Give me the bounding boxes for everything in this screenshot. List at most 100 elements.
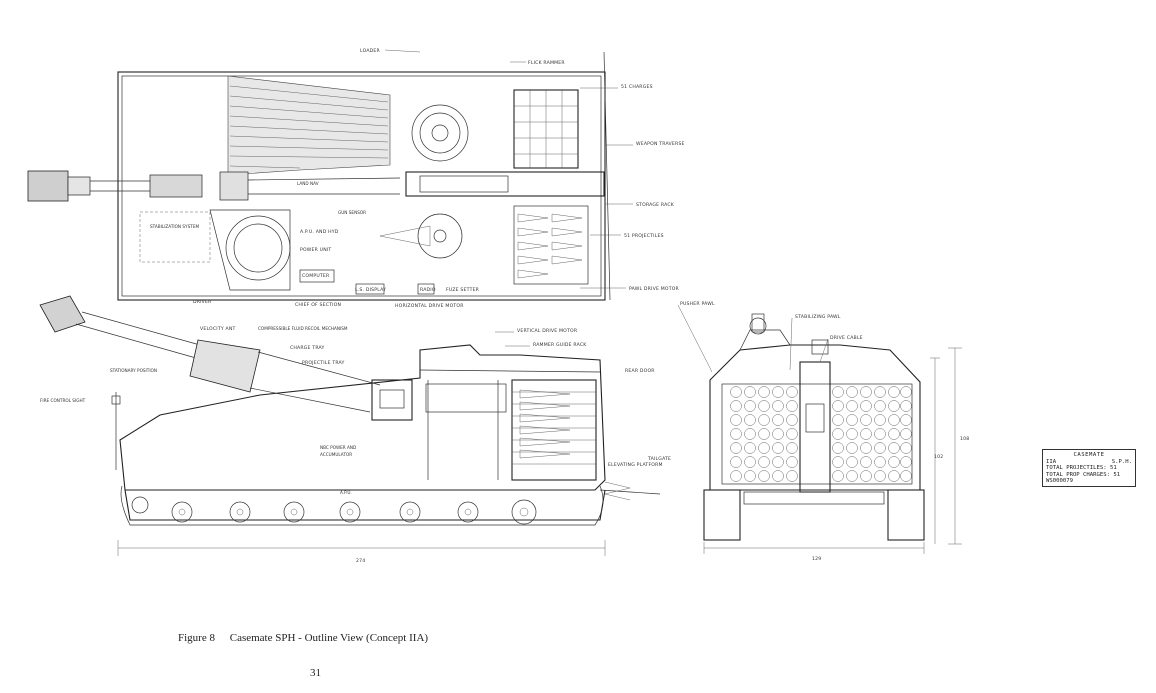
label-pawl-drive-motor: PAWL DRIVE MOTOR [629, 286, 680, 292]
rack-round [900, 442, 912, 454]
top-view [27, 51, 611, 301]
label-stabilizing-pawl: STABILIZING PAWL [795, 314, 841, 320]
rack-round [772, 428, 784, 440]
label-gun-sensor: GUN SENSOR [338, 210, 366, 215]
rack-round [786, 386, 798, 398]
label-apu: A.P.U. [340, 490, 352, 495]
rack-round [730, 400, 742, 412]
rack-round [874, 414, 886, 426]
label-charge-tray: CHARGE TRAY [290, 345, 325, 351]
dim-length: 274 [356, 558, 365, 564]
rack-round [772, 414, 784, 426]
title-block-title: CASEMATE [1073, 452, 1105, 458]
dim-height-inner: 102 [934, 454, 943, 460]
rack-round [874, 470, 886, 482]
label-radio: RADIO [420, 287, 436, 293]
rack-round [758, 386, 770, 398]
dim-width: 129 [812, 556, 821, 562]
rack-round [860, 442, 872, 454]
rack-round [900, 428, 912, 440]
label-nbc-power: NBC POWER AND [320, 445, 356, 450]
rack-round [874, 456, 886, 468]
rack-round [860, 456, 872, 468]
rack-round [786, 400, 798, 412]
rack-round [874, 400, 886, 412]
label-drive-cable: DRIVE CABLE [830, 335, 863, 341]
rack-round [846, 400, 858, 412]
rack-round [860, 428, 872, 440]
side-view-labels: VELOCITY ANT COMPRESSIBLE FLUID RECOIL M… [40, 326, 671, 495]
label-tailgate: TAILGATE [647, 456, 671, 462]
label-power-unit: POWER UNIT [300, 247, 331, 253]
label-rammer-guide-rack: RAMMER GUIDE RACK [533, 342, 587, 348]
rack-round [786, 470, 798, 482]
figure-caption-text: Casemate SPH - Outline View (Concept IIA… [229, 632, 429, 644]
rack-round [786, 456, 798, 468]
label-velocity-ant: VELOCITY ANT [200, 326, 235, 332]
rack-round [772, 456, 784, 468]
page-number: 31 [310, 667, 321, 679]
rack-round [888, 470, 900, 482]
rack-round [744, 470, 756, 482]
label-charges: 51 CHARGES [621, 84, 653, 90]
label-computer: COMPUTER [302, 273, 330, 279]
rack-round [786, 428, 798, 440]
rack-round [832, 386, 844, 398]
label-vertical-drive-motor: VERTICAL DRIVE MOTOR [517, 328, 578, 334]
rack-round [860, 400, 872, 412]
rack-round [744, 414, 756, 426]
rack-round [772, 386, 784, 398]
label-flick-rammer: FLICK RAMMER [528, 60, 565, 66]
label-compressible-fluid: COMPRESSIBLE FLUID RECOIL MECHANISM [258, 326, 348, 331]
label-elevating-platform: ELEVATING PLATFORM [608, 462, 663, 468]
rack-round [900, 386, 912, 398]
rack-round [860, 386, 872, 398]
label-storage-rack: STORAGE RACK [636, 202, 675, 208]
label-horizontal-drive-motor: HORIZONTAL DRIVE MOTOR [395, 303, 464, 309]
rack-round [860, 470, 872, 482]
rack-round [832, 470, 844, 482]
rack-round [900, 414, 912, 426]
rear-view-labels: PUSHER PAWL STABILIZING PAWL DRIVE CABLE [677, 301, 863, 373]
rack-round [874, 386, 886, 398]
rack-round [888, 386, 900, 398]
side-view: 274 [39, 295, 661, 564]
rack-round [860, 414, 872, 426]
label-projectiles: 51 PROJECTILES [624, 233, 664, 239]
figure-caption: Figure 8 Casemate SPH - Outline View (Co… [178, 632, 428, 644]
rack-round [900, 400, 912, 412]
label-stabilization: STABILIZATION SYSTEM [150, 224, 199, 229]
rack-round [730, 414, 742, 426]
rear-view: 129 108 102 [703, 313, 969, 562]
rack-round [730, 442, 742, 454]
rack-round [730, 470, 742, 482]
rack-round [744, 442, 756, 454]
rack-round [832, 414, 844, 426]
rack-round [888, 456, 900, 468]
rack-round [758, 400, 770, 412]
title-block-concept-row: IIA S.P.H. [1046, 459, 1132, 466]
title-block-concept: IIA [1046, 458, 1057, 465]
rack-round [832, 442, 844, 454]
label-projectile-tray: PROJECTILE TRAY [302, 360, 345, 366]
rack-round [744, 386, 756, 398]
rack-round [832, 428, 844, 440]
title-block: CASEMATE IIA S.P.H. TOTAL PROJECTILES: 5… [1042, 449, 1136, 487]
rack-round [874, 442, 886, 454]
label-ls-display: L.S. DISPLAY [355, 287, 386, 293]
label-pusher-pawl: PUSHER PAWL [680, 301, 715, 307]
rack-round [846, 386, 858, 398]
rack-round [758, 456, 770, 468]
label-chief-of-section: CHIEF OF SECTION [295, 302, 341, 308]
rack-round [846, 470, 858, 482]
rack-round [758, 442, 770, 454]
rack-round [786, 442, 798, 454]
rack-round [786, 414, 798, 426]
rack-round [832, 456, 844, 468]
rack-round [846, 428, 858, 440]
rack-round [744, 400, 756, 412]
rack-round [730, 456, 742, 468]
rack-round [846, 456, 858, 468]
rack-round [772, 442, 784, 454]
